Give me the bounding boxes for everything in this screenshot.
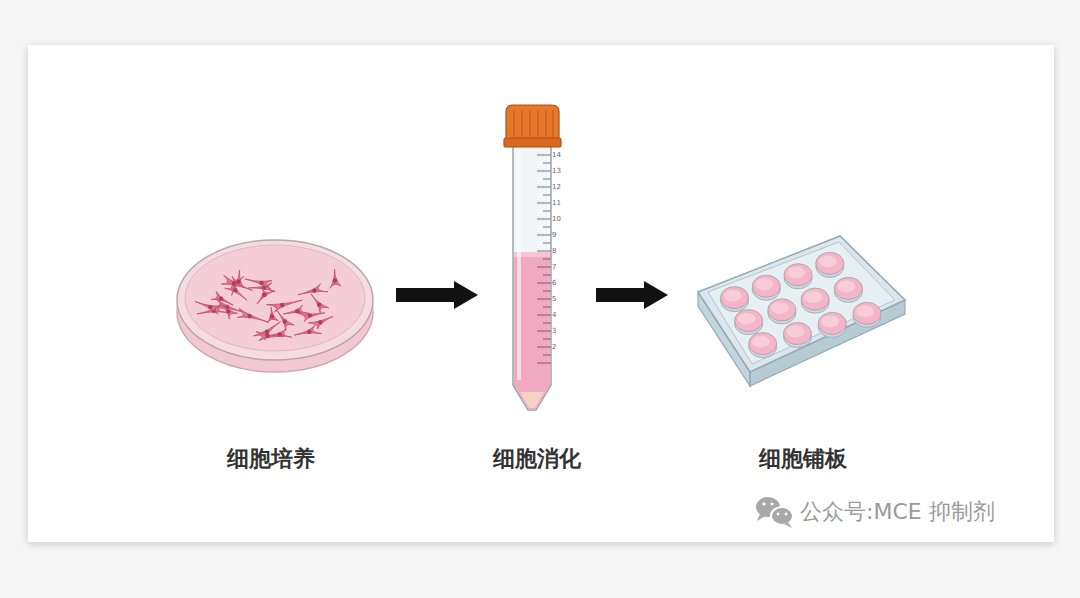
scale-number: 5: [552, 295, 556, 303]
scale-number: 10: [552, 215, 561, 223]
arrow-head: [454, 281, 478, 309]
wechat-icon: [756, 497, 793, 528]
scale-number: 7: [552, 263, 556, 271]
scale-number: 14: [552, 151, 561, 159]
scale-number: 9: [552, 231, 556, 239]
scale-number: 4: [552, 311, 556, 319]
step-label: 细胞铺板: [668, 444, 938, 474]
step-node: 细胞培养: [146, 100, 396, 480]
flow-arrow: [396, 281, 478, 309]
step-label: 细胞消化: [478, 444, 596, 474]
well-plate: [698, 236, 905, 386]
scale-number: 13: [552, 167, 561, 175]
arrow-head: [644, 281, 668, 309]
centrifuge-tube: [504, 105, 561, 410]
scale-number: 12: [552, 183, 561, 191]
step-label: 细胞培养: [146, 444, 396, 474]
scale-number: 8: [552, 247, 556, 255]
flow-arrow: [596, 281, 668, 309]
arrow-shaft: [596, 288, 646, 302]
arrow-shaft: [396, 288, 456, 302]
petri-dish: [177, 240, 373, 372]
step-node: 细胞铺板: [668, 100, 938, 480]
scale-number: 2: [552, 343, 556, 351]
scale-number: 3: [552, 327, 556, 335]
scale-number: 6: [552, 279, 556, 287]
step-node: 细胞消化: [478, 95, 596, 480]
scale-number: 11: [552, 199, 561, 207]
watermark: 公众号:MCE 抑制剂: [800, 498, 995, 526]
